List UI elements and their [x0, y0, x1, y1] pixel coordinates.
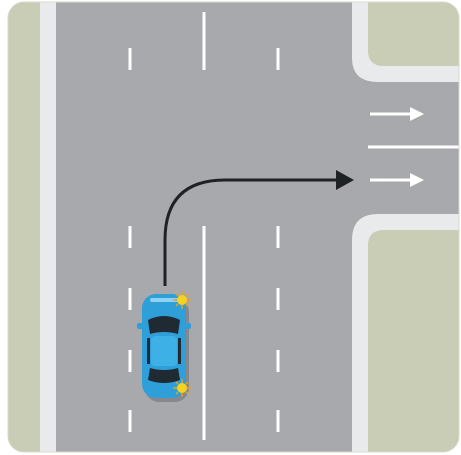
upper-right-grass: [368, 2, 459, 66]
lower-right-grass: [368, 230, 459, 452]
left-curb: [40, 2, 56, 452]
